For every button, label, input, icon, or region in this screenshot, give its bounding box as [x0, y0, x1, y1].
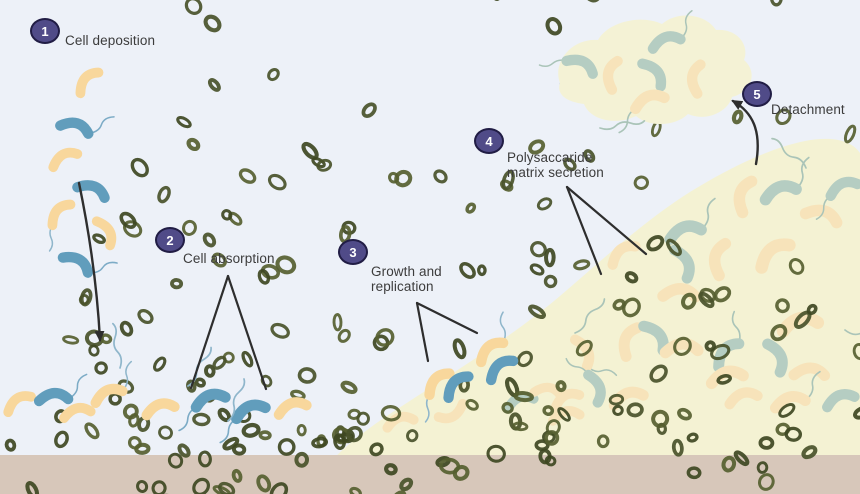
stage-2-badge: 2	[155, 227, 185, 253]
bacterium	[90, 360, 133, 408]
bacterium	[75, 67, 104, 99]
absorption-pointer-right	[226, 274, 268, 391]
bacterium	[3, 391, 36, 418]
stage-1-badge: 1	[30, 18, 60, 44]
bacterium	[788, 362, 831, 381]
bacterium	[219, 399, 271, 444]
matrix-pointer-right	[565, 185, 648, 256]
bacterium	[433, 398, 468, 424]
matrix-pointer-left	[565, 185, 603, 276]
bacterium	[769, 370, 821, 414]
stage-1-number: 1	[41, 23, 49, 39]
bacterium	[529, 382, 565, 400]
bacterium	[664, 197, 716, 245]
bacterium	[733, 175, 758, 219]
bacterium	[33, 373, 88, 407]
bacterium	[475, 311, 509, 368]
bacterium	[815, 176, 860, 220]
stage-3-label: Growth and replication	[371, 264, 442, 294]
bacterium	[565, 357, 606, 408]
growth-pointer-right	[415, 301, 479, 335]
deposition-arrow	[77, 181, 105, 342]
bacterium	[669, 244, 695, 284]
bacterium	[799, 204, 843, 229]
bacterium	[708, 237, 732, 282]
stage-3-badge: 3	[338, 239, 368, 265]
stage-1-label: Cell deposition	[65, 33, 156, 48]
bacterium	[47, 199, 76, 252]
blob-bacteria-layer	[538, 9, 706, 134]
substrate	[0, 455, 860, 494]
bacterium	[141, 398, 180, 421]
stage-3-number: 3	[349, 244, 357, 260]
bacterium	[424, 368, 455, 423]
mound-bacteria-layer	[382, 156, 860, 433]
growth-pointer-left	[415, 301, 430, 363]
bacterium	[618, 322, 643, 362]
bacterium	[762, 338, 788, 378]
bacterium	[759, 156, 810, 206]
bacterium	[755, 238, 796, 274]
bacterium	[273, 397, 312, 420]
bacterium	[618, 89, 670, 134]
absorption-pointer-left	[189, 274, 230, 390]
bacterium	[659, 338, 704, 359]
stage-5-label: Detachment	[771, 102, 845, 117]
detachment-arrow	[731, 99, 759, 166]
stage-2-number: 2	[166, 232, 174, 248]
bacterium	[705, 365, 749, 390]
stage-5-number: 5	[753, 86, 761, 102]
stage-2-label: Cell absorption	[183, 251, 275, 266]
bacterium	[178, 388, 231, 432]
bacterium	[686, 59, 706, 99]
bacterium	[55, 116, 115, 139]
bacterium	[485, 355, 519, 386]
bacterium	[538, 54, 598, 79]
bacterium	[637, 58, 667, 92]
stage-4-number: 4	[485, 133, 493, 149]
stage-5-badge: 5	[742, 81, 772, 107]
bacterium	[48, 147, 83, 173]
stage-4-label: Polysaccaride matrix secretion	[507, 150, 604, 180]
bacterium	[91, 216, 117, 251]
bacterium	[59, 402, 96, 424]
bacterium	[647, 9, 693, 54]
stage-4-badge: 4	[474, 128, 504, 154]
bacterium	[550, 388, 585, 414]
bacterium	[443, 371, 474, 404]
bacterium	[713, 310, 745, 373]
bacterium	[822, 389, 860, 413]
bacterium	[608, 386, 649, 411]
bacterium	[602, 55, 623, 95]
bacterium	[607, 240, 641, 270]
bacterium	[724, 387, 763, 410]
